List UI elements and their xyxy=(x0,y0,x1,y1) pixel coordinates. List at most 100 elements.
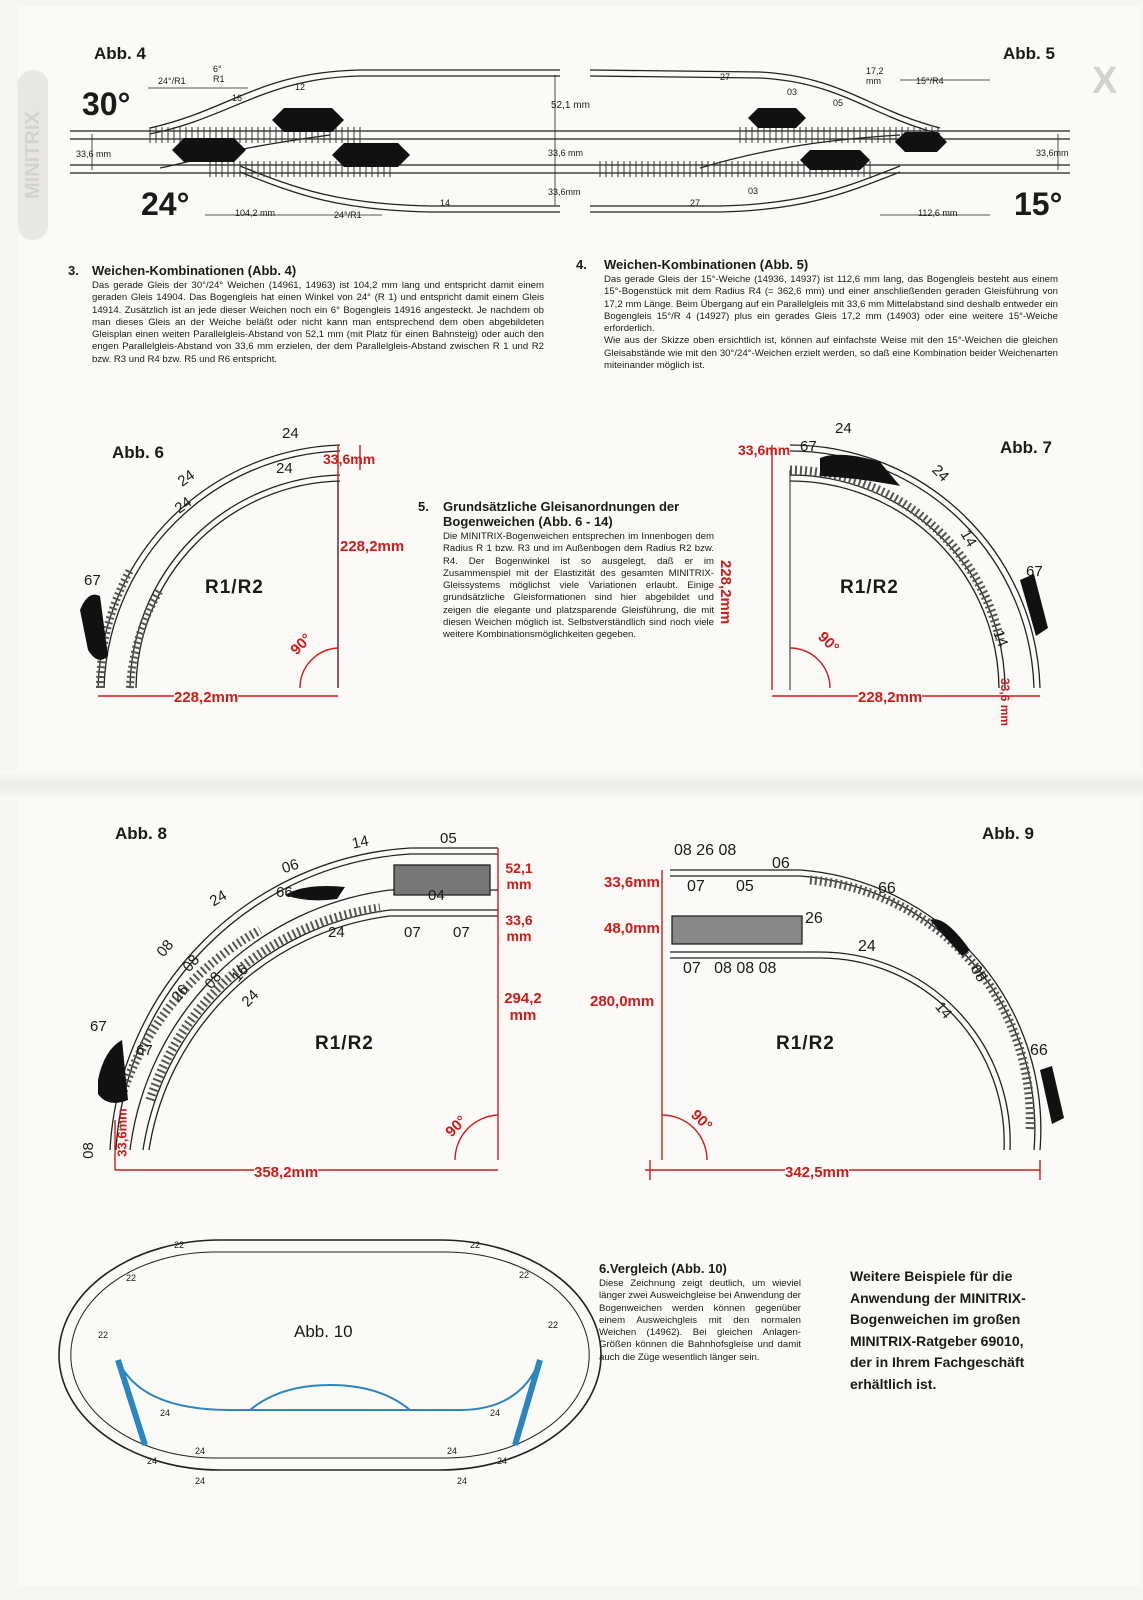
angle-15-label: 15° xyxy=(1014,186,1063,222)
closing-line-4: MINITRIX-Ratgeber 69010, xyxy=(850,1332,1024,1349)
closing-line-1: Weitere Beispiele für die xyxy=(850,1268,1013,1284)
abb6-track-24-b: 24 xyxy=(276,460,293,477)
section-3-number: 3. xyxy=(68,263,79,278)
abb10-track-24-g: 24 xyxy=(457,1476,468,1486)
abb7-width-dim: 228,2mm xyxy=(858,689,923,706)
abb8-track-67-a: 67 xyxy=(90,1018,107,1035)
section-4-text-2: Wie aus der Skizze oben ersichtlich ist,… xyxy=(604,335,1058,372)
closing-line-2: Anwendung der MINITRIX- xyxy=(850,1289,1026,1306)
abb8-track-24-b: 24 xyxy=(328,924,345,941)
dim-112-6: 112,6 mm xyxy=(918,208,958,218)
dim-52-1: 52,1 mm xyxy=(551,100,590,111)
abb5-title: Abb. 5 xyxy=(1003,44,1055,63)
dim-33-6-right: 33,6mm xyxy=(1036,148,1069,158)
page-fold xyxy=(0,770,1143,800)
abb8-track-66: 66 xyxy=(276,884,293,901)
dim-15-r4: 15°/R4 xyxy=(916,76,944,86)
closing-line-6: erhältlich ist. xyxy=(850,1375,937,1392)
abb10-track-22-e: 22 xyxy=(98,1330,109,1340)
dim-33-6-left: 33,6 mm xyxy=(76,149,112,159)
section-3-title: Weichen-Kombinationen (Abb. 4) xyxy=(92,263,297,278)
abb6-drawing xyxy=(80,444,341,689)
abb7-r1r2-label: R1/R2 xyxy=(840,577,899,598)
section-5-number: 5. xyxy=(418,499,429,514)
abb10-title: Abb. 10 xyxy=(294,1322,353,1341)
dim-104-2: 104,2 mm xyxy=(235,208,276,218)
abb10-blue-sidings xyxy=(115,1359,543,1446)
abb9-48-dim: 48,0mm xyxy=(604,920,660,937)
abb7-gap-top-dim: 33,6mm xyxy=(738,442,791,458)
abb9-bottom-numbers: 07 08 08 08 xyxy=(683,960,777,977)
abb6-gap-dim: 33,6mm xyxy=(323,451,376,467)
abb10-track-24-a: 24 xyxy=(160,1408,171,1418)
abb10-track-22-b: 22 xyxy=(470,1240,481,1250)
section-3-text: Das gerade Gleis der 30°/24° Weichen (14… xyxy=(92,280,544,365)
abb6-r1r2-label: R1/R2 xyxy=(205,577,264,598)
abb7-title: Abb. 7 xyxy=(1000,438,1052,457)
abb10-track-24-d: 24 xyxy=(195,1476,206,1486)
abb7-height-dim: 228,2mm xyxy=(717,560,734,625)
abb8-294-dim: 294,2 mm xyxy=(504,990,542,1024)
track-27-bottom: 27 xyxy=(690,198,701,208)
track-03-bottom: 03 xyxy=(748,186,759,196)
abb9-280-dim: 280,0mm xyxy=(590,993,655,1010)
dim-33-6-mid: 33,6 mm xyxy=(548,148,584,158)
abb6-width-dim: 228,2mm xyxy=(174,689,239,706)
watermark-letter: X xyxy=(1092,60,1118,102)
track-05: 05 xyxy=(833,98,844,108)
abb4-title: Abb. 4 xyxy=(94,44,146,63)
dim-6-r1: 6° R1 xyxy=(213,64,225,84)
abb8-title: Abb. 8 xyxy=(115,824,167,843)
abb7-track-67-a: 67 xyxy=(800,438,817,455)
abb7-track-67-b: 67 xyxy=(1026,563,1043,580)
track-14: 14 xyxy=(440,198,451,208)
abb9-track-66-a: 66 xyxy=(878,880,896,897)
section-5-text: Die MINITRIX-Bogenweichen entsprechen im… xyxy=(443,531,714,641)
abb10-track-24-f: 24 xyxy=(497,1456,508,1466)
abb9-track-05: 05 xyxy=(736,878,754,895)
dim-24-r1-top: 24°/R1 xyxy=(158,76,186,86)
abb10-track-22-c: 22 xyxy=(126,1273,137,1283)
abb10-track-24-b: 24 xyxy=(195,1446,206,1456)
section-5: 5. Grundsätzliche Gleisanordnungen der B… xyxy=(418,499,714,642)
section-4: 4. Weichen-Kombinationen (Abb. 5) Das ge… xyxy=(576,257,1058,372)
section-6-text: Diese Zeichnung zeigt deutlich, um wievi… xyxy=(599,1278,801,1363)
abb10-track-24-c: 24 xyxy=(147,1456,158,1466)
abb8-track-07-a: 07 xyxy=(404,924,421,941)
abb9-342-dim: 342,5mm xyxy=(785,1164,850,1181)
abb9-track-07: 07 xyxy=(687,878,705,895)
abb10-track-22-f: 22 xyxy=(548,1320,559,1330)
abb9-r1r2-label: R1/R2 xyxy=(776,1033,835,1054)
abb10-track-24-e: 24 xyxy=(447,1446,458,1456)
abb9-track-66-b: 66 xyxy=(1030,1042,1048,1059)
section-6: 6.Vergleich (Abb. 10) Diese Zeichnung ze… xyxy=(599,1261,801,1364)
abb8-358-dim: 358,2mm xyxy=(254,1164,319,1181)
dim-24-r1-bottom: 24°/R1 xyxy=(334,210,362,220)
abb6-dimensions xyxy=(98,445,361,697)
closing-line-3: Bogenweichen im großen xyxy=(850,1311,1021,1327)
track-27-top: 27 xyxy=(720,72,731,82)
abb8-33-6-dim: 33,6 mm xyxy=(505,912,533,944)
abb7-drawing xyxy=(789,444,1048,689)
abb8-track-67-b: 67 xyxy=(136,1042,153,1059)
abb4-5-point-motors xyxy=(172,108,947,170)
abb9-track-06: 06 xyxy=(772,855,790,872)
section-5-title: Grundsätzliche Gleisanordnungen der Boge… xyxy=(443,499,680,529)
abb9-top-numbers: 08 26 08 xyxy=(674,842,737,859)
section-4-title: Weichen-Kombinationen (Abb. 5) xyxy=(604,257,809,272)
abb8-track-08-d: 08 xyxy=(79,1142,97,1159)
track-03-top: 03 xyxy=(787,87,798,97)
abb8-drawing xyxy=(98,847,498,1151)
closing-line-5: der in Ihrem Fachgeschäft xyxy=(850,1354,1025,1370)
abb9-title: Abb. 9 xyxy=(982,824,1034,843)
section-3: 3. Weichen-Kombinationen (Abb. 4) Das ge… xyxy=(68,263,544,366)
abb7-track-24-a: 24 xyxy=(835,420,852,437)
section-6-title: 6.Vergleich (Abb. 10) xyxy=(599,1261,727,1276)
abb10-track-22-d: 22 xyxy=(519,1270,530,1280)
abb8-track-05: 05 xyxy=(440,830,457,847)
dim-33-6-mid2: 33,6mm xyxy=(548,187,581,197)
abb10-oval xyxy=(58,1239,602,1471)
abb6-track-67: 67 xyxy=(84,572,101,589)
abb6-title: Abb. 6 xyxy=(112,443,164,462)
